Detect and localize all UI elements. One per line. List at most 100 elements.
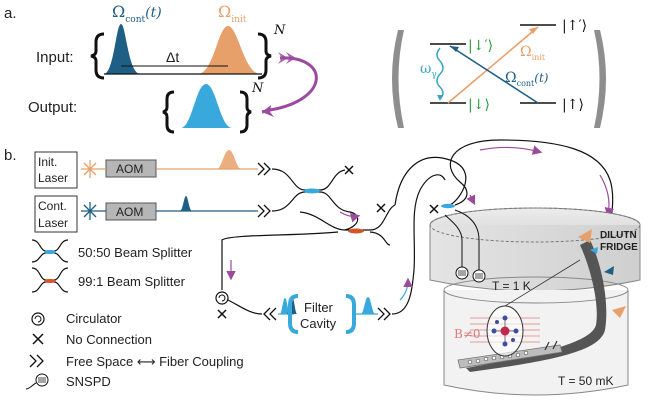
legend-coupling-text: Free Space ⟷ Fiber Coupling [66, 354, 244, 369]
omega-init-level-label: Ωinit [520, 44, 546, 62]
cavity-in-pulse-1 [280, 298, 290, 314]
input-right-brace [257, 32, 272, 80]
coupler-cont [257, 204, 271, 218]
input-power-n: N [273, 23, 286, 38]
omega-cont-level-label: Ωcont(t) [505, 70, 549, 88]
fiber-to-fridge [391, 174, 446, 315]
input-label: Input: [36, 49, 74, 66]
snspd-icon-1 [455, 266, 469, 280]
output-left-brace [162, 90, 175, 134]
level-right-bracket [594, 30, 606, 128]
circulator-main-icon [215, 291, 229, 305]
cavity-label-line1: Filter [304, 300, 334, 315]
legend-991-text: 99:1 Beam Splitter [78, 274, 186, 289]
legend-5050-mark [44, 250, 56, 254]
init-pulse [198, 26, 260, 74]
legend-no-connection-text: No Connection [66, 332, 152, 347]
conversion-arrow [261, 56, 318, 114]
no-connection-2 [376, 203, 386, 213]
bs-991-mark [348, 228, 364, 234]
fridge-lower-rim [443, 276, 629, 304]
coupler-init [257, 162, 271, 176]
ket-down-prime: |↓′⟩ [468, 38, 493, 54]
omega-gamma-head [437, 95, 443, 101]
ket-up: |↑⟩ [562, 97, 584, 113]
b-field-label: B≠0 [454, 327, 481, 341]
fiber-cont-to-bs [271, 191, 359, 231]
legend-991-mark [44, 279, 56, 283]
zoom-line [504, 259, 581, 307]
no-connection-3 [217, 309, 227, 319]
cont-beam-pulse [180, 196, 192, 211]
fridge-pulse-cont [604, 266, 614, 275]
fiber-circ-to-cavity [227, 299, 263, 315]
output-pulse [181, 84, 232, 128]
fiber-to-circulator [221, 231, 339, 290]
init-beam-pulse [217, 150, 241, 169]
omega-cont-label: Ωcont(t) [112, 2, 162, 25]
fridge-pulse-out [590, 247, 598, 254]
temp-50mk-label: T = 50 mK [558, 374, 613, 388]
cavity-label-line2: Cavity [300, 316, 337, 331]
atom-structure [491, 315, 519, 347]
flow-arrow-right [599, 174, 615, 218]
omega-init-label: Ωinit [218, 2, 247, 25]
coupler-cavity-in [263, 307, 277, 321]
init-laser-star-icon [81, 160, 99, 178]
bs-fridge-mark [441, 203, 455, 209]
cavity-mirror-left [288, 294, 299, 334]
fridge-label-1: DILUTN [600, 230, 637, 241]
cont-aom-label: AOM [116, 205, 143, 219]
fridge-label-2: FRIDGE [600, 242, 638, 253]
cont-laser-star-icon [81, 202, 99, 220]
fiber-init-to-bs [271, 168, 346, 191]
legend-5050-text: 50:50 Beam Splitter [78, 245, 193, 260]
ket-up-prime: |↑′⟩ [562, 18, 587, 34]
input-left-brace [90, 32, 105, 80]
panel-a-label: a. [4, 5, 17, 22]
fiber-snspd-2 [454, 209, 480, 270]
flow-arrow-bs [339, 211, 361, 223]
cont-laser-line1: Cont. [38, 199, 67, 213]
init-transition [447, 26, 539, 104]
omega-gamma-label: ωγ [420, 61, 437, 80]
omega-gamma-wave [436, 47, 444, 100]
control-pulse [104, 24, 140, 74]
init-laser-line2: Laser [38, 171, 68, 185]
circulator-icon [31, 312, 45, 326]
snspd-icon [25, 373, 49, 390]
snspd-icon-2 [472, 269, 486, 283]
conversion-arrow-tail [278, 52, 296, 64]
free-space-coupling-icon [29, 354, 44, 368]
legend-circulator-text: Circulator [66, 311, 122, 326]
no-connection-icon [32, 333, 44, 345]
output-right-brace [239, 90, 252, 134]
ket-down: |↓⟩ [468, 97, 490, 113]
temp-1k-label: T = 1 K [492, 279, 531, 293]
fiber-snspd-1 [444, 214, 463, 267]
fridge-pulse-init-2 [612, 306, 626, 318]
cavity-out-pulse [361, 297, 375, 314]
fiber-991-out [369, 231, 391, 246]
cont-transition [449, 45, 539, 104]
no-connection-1 [344, 165, 354, 175]
axis-break-marks [544, 340, 558, 351]
flow-arrow-top [479, 145, 543, 155]
init-transition-head [529, 27, 538, 34]
cont-laser-line2: Laser [38, 216, 68, 230]
fridge-top-outline [429, 207, 641, 243]
level-left-bracket [392, 30, 404, 128]
cont-transition-head [450, 46, 459, 52]
flow-arrow-snspd [399, 277, 413, 301]
bs-5050-mark [304, 188, 320, 194]
delta-t-label: Δt [166, 49, 179, 65]
init-laser-box [34, 151, 78, 189]
tapered-fiber [466, 240, 607, 372]
cavity-mirror-right [345, 294, 356, 334]
no-connection-4 [429, 204, 439, 214]
init-aom-label: AOM [116, 162, 143, 176]
init-laser-line1: Init. [38, 155, 57, 169]
panel-b-label: b. [4, 147, 17, 164]
conversion-arrow-head [262, 105, 274, 117]
